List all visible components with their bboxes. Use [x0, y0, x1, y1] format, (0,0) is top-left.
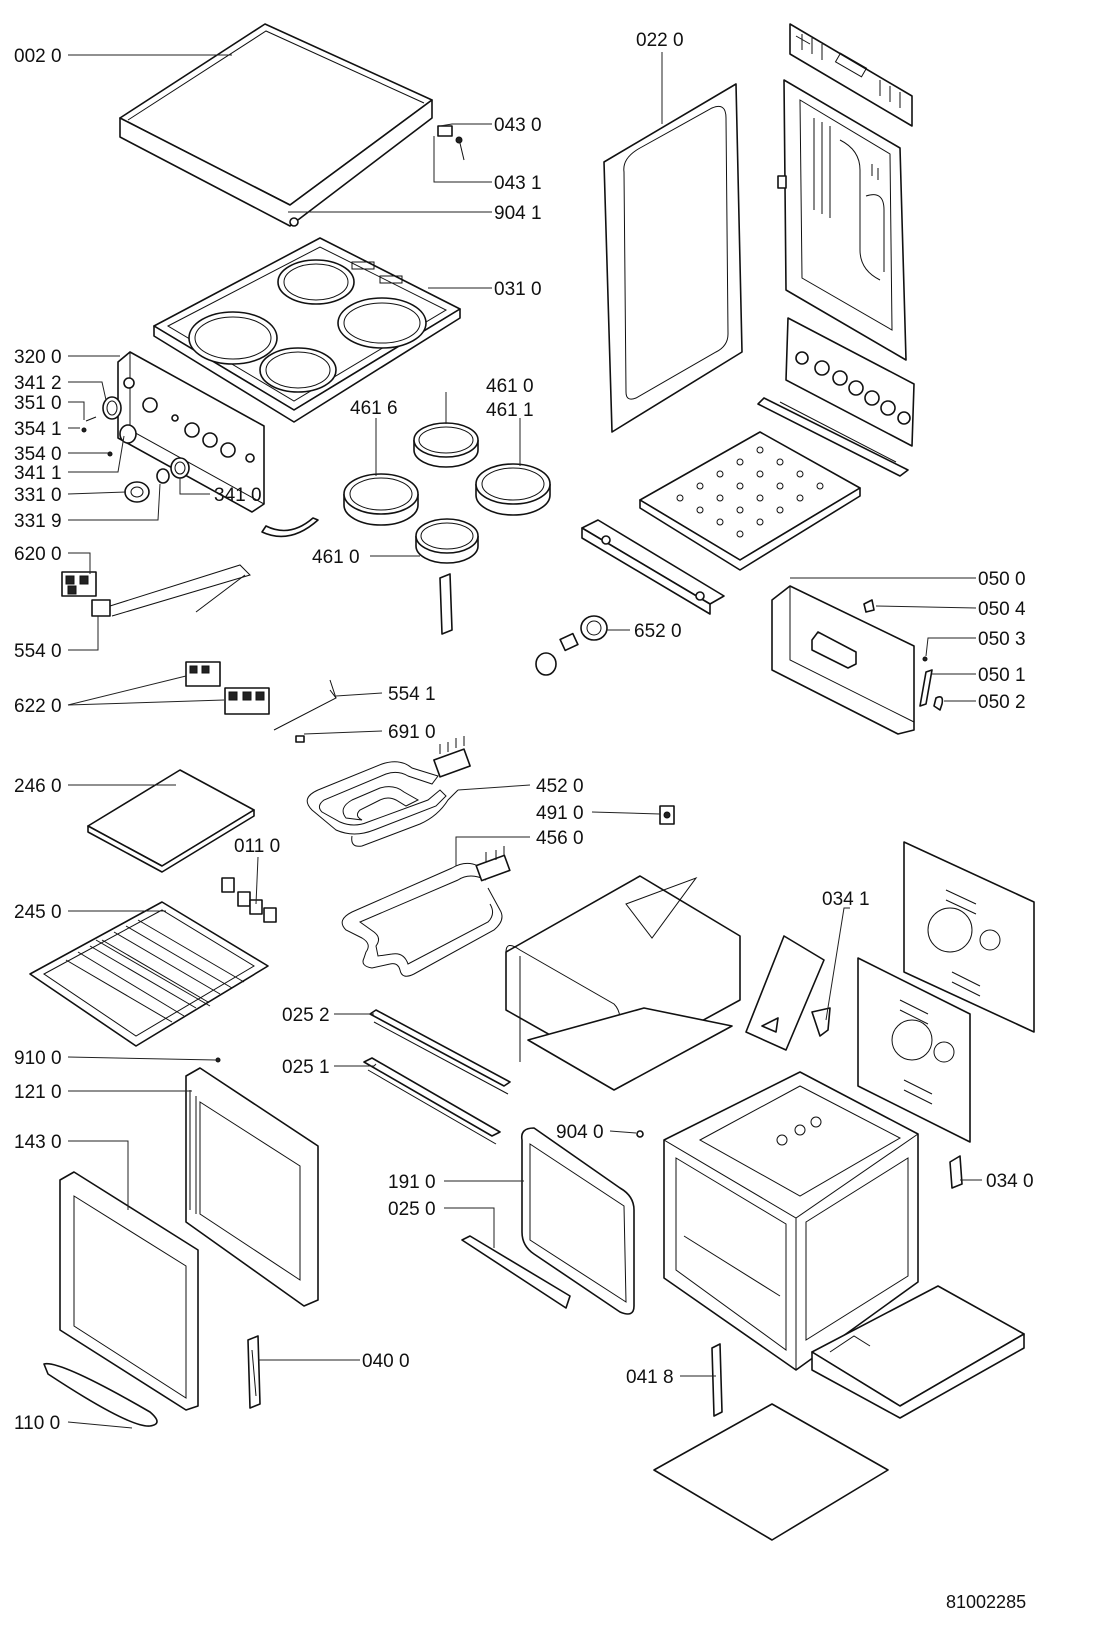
label-622-0: 622 0: [14, 696, 62, 717]
label-691-0: 691 0: [388, 722, 436, 743]
part-switch-wiring: [61, 564, 251, 617]
label-652-0: 652 0: [634, 621, 682, 642]
part-oven-cavity: [663, 1071, 919, 1371]
label-022-0: 022 0: [636, 30, 684, 51]
label-121-0: 121 0: [14, 1082, 62, 1103]
label-452-0: 452 0: [536, 776, 584, 797]
label-050-1: 050 1: [978, 665, 1026, 686]
part-door-hinge: [247, 1335, 261, 1409]
label-025-1: 025 1: [282, 1057, 330, 1078]
label-050-0: 050 0: [978, 569, 1026, 590]
label-461-0-top: 461 0: [486, 376, 534, 397]
part-slide-rail: [711, 1343, 723, 1417]
part-hinge-screw: [289, 125, 465, 227]
label-043-1: 043 1: [494, 173, 542, 194]
label-050-2: 050 2: [978, 692, 1026, 713]
label-461-0-bottom: 461 0: [312, 547, 360, 568]
label-354-1: 354 1: [14, 419, 62, 440]
label-491-0: 491 0: [536, 803, 584, 824]
label-031-0: 031 0: [494, 279, 542, 300]
label-246-0: 246 0: [14, 776, 62, 797]
label-461-1: 461 1: [486, 400, 534, 421]
label-041-8: 041 8: [626, 1367, 674, 1388]
part-hob-top: [153, 237, 461, 423]
part-outer-door: [43, 1171, 199, 1427]
part-bottom-element: [341, 846, 511, 977]
part-drawer-base: [811, 1285, 1025, 1419]
label-050-4: 050 4: [978, 599, 1026, 620]
label-002-0: 002 0: [14, 46, 62, 67]
part-control-panel: [117, 351, 265, 513]
part-hotplates: [343, 422, 551, 635]
part-feet: [221, 877, 277, 923]
label-341-1: 341 1: [14, 463, 62, 484]
part-heat-shield: [745, 935, 831, 1051]
part-side-panels: [857, 841, 1035, 1189]
part-perforated-base: [639, 431, 861, 571]
label-904-1: 904 1: [494, 203, 542, 224]
label-620-0: 620 0: [14, 544, 62, 565]
label-040-0: 040 0: [362, 1351, 410, 1372]
label-320-0: 320 0: [14, 347, 62, 368]
part-cover-lid: [119, 23, 433, 227]
part-door-handle: [461, 1235, 571, 1309]
part-front-rail: [581, 519, 725, 615]
label-341-0: 341 0: [214, 485, 262, 506]
label-191-0: 191 0: [388, 1172, 436, 1193]
label-050-3: 050 3: [978, 629, 1026, 650]
part-oven-lamp: [535, 615, 608, 676]
label-461-6: 461 6: [350, 398, 398, 419]
part-wire-rack: [29, 901, 269, 1047]
label-354-0: 354 0: [14, 444, 62, 465]
diagram-reference-number: 81002285: [946, 1592, 1026, 1612]
part-door-frame: [185, 1067, 319, 1307]
part-labels: 002 0 043 0 043 1 904 1 031 0 022 0 320 …: [14, 30, 1034, 1612]
label-025-2: 025 2: [282, 1005, 330, 1026]
leader-lines: [67, 52, 982, 1429]
part-inner-glass: [520, 1127, 635, 1315]
label-143-0: 143 0: [14, 1132, 62, 1153]
part-insulation-sheet: [653, 1403, 889, 1541]
part-cavity-insulation: [505, 875, 741, 1091]
label-904-0: 904 0: [556, 1122, 604, 1143]
part-door-glass: [603, 83, 743, 433]
label-245-0: 245 0: [14, 902, 62, 923]
part-rear-panel: [777, 23, 913, 361]
label-025-0: 025 0: [388, 1199, 436, 1220]
part-drawer-front: [771, 585, 944, 735]
label-011-0: 011 0: [234, 836, 280, 857]
label-554-0: 554 0: [14, 641, 62, 662]
label-341-2: 341 2: [14, 373, 62, 394]
label-554-1: 554 1: [388, 684, 436, 705]
part-baking-tray: [87, 769, 255, 873]
label-910-0: 910 0: [14, 1048, 62, 1069]
part-runners: [363, 1009, 511, 1145]
label-351-0: 351 0: [14, 393, 62, 414]
part-switch-blocks: [185, 661, 337, 743]
part-grill-element: [306, 736, 471, 847]
label-110-0: 110 0: [14, 1413, 60, 1434]
label-456-0: 456 0: [536, 828, 584, 849]
label-034-0: 034 0: [986, 1171, 1034, 1192]
part-sensor: [659, 805, 675, 825]
label-034-1: 034 1: [822, 889, 870, 910]
label-043-0: 043 0: [494, 115, 542, 136]
part-connector-plate: [757, 317, 915, 477]
label-331-9: 331 9: [14, 511, 62, 532]
label-331-0: 331 0: [14, 485, 62, 506]
part-knobs-small: [81, 396, 319, 538]
